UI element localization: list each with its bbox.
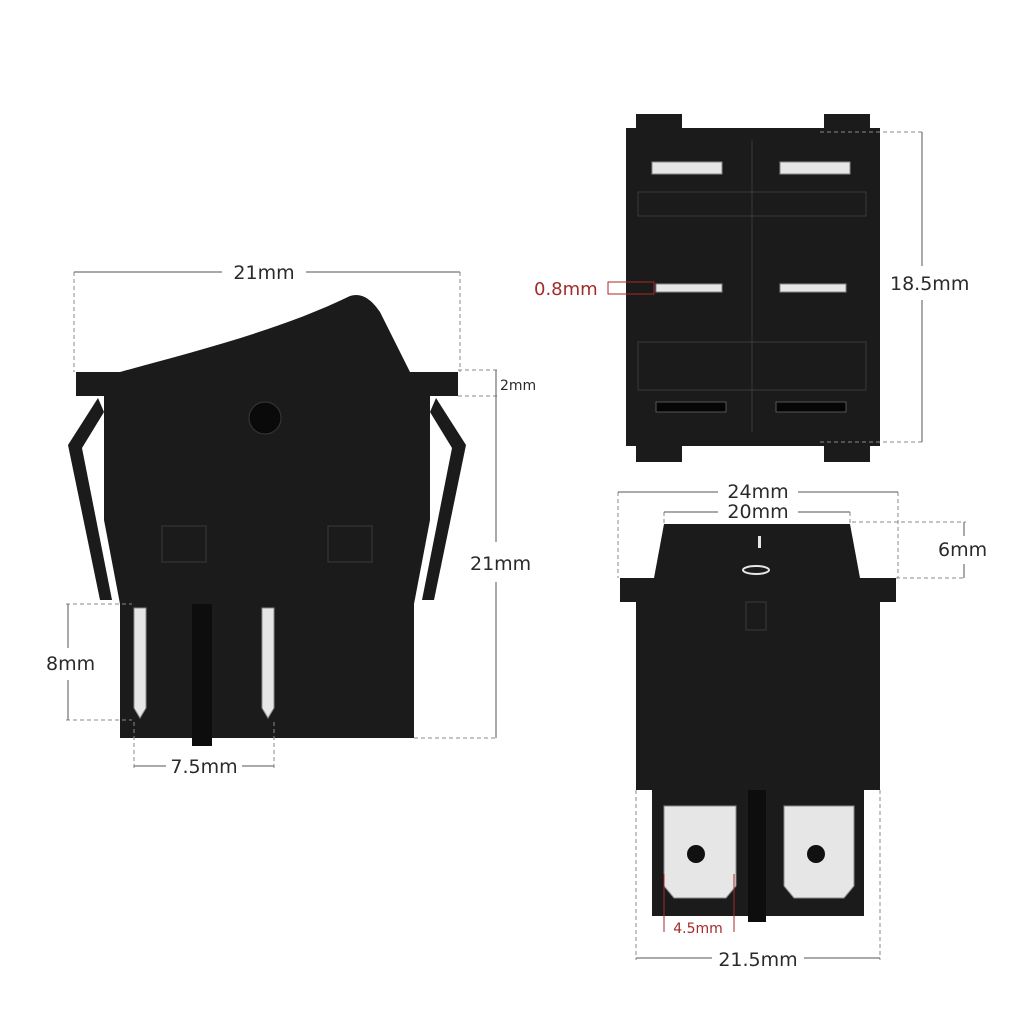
housing-window-right bbox=[327, 525, 373, 563]
bottom-view: 0.8mm 18.5mm bbox=[534, 114, 969, 462]
pin-length-label: 8mm bbox=[46, 653, 95, 675]
housing-window-left bbox=[161, 525, 207, 563]
side-width-label: 21mm bbox=[233, 262, 294, 284]
terminal-right-hole bbox=[807, 845, 825, 863]
terminal-width-label: 4.5mm bbox=[673, 921, 723, 937]
vent-slot-2 bbox=[775, 401, 847, 413]
front-rocker bbox=[654, 524, 860, 578]
front-view: 24mm 20mm 6mm 4.5mm 21.5mm bbox=[617, 481, 987, 971]
right-latch-clip bbox=[422, 398, 466, 600]
contact-slot-3 bbox=[655, 283, 723, 293]
center-divider bbox=[192, 604, 212, 746]
contact-slot-2 bbox=[779, 161, 851, 175]
housing bbox=[104, 396, 430, 604]
indicator-hole bbox=[248, 401, 282, 435]
pin-left bbox=[133, 607, 147, 719]
side-height-label: 21mm bbox=[470, 553, 531, 575]
contact-slot-1 bbox=[651, 161, 723, 175]
on-marker bbox=[758, 536, 761, 548]
vent-slot-1 bbox=[655, 401, 727, 413]
side-view: 21mm 2mm 21mm 8mm 7.5mm bbox=[46, 262, 536, 778]
terminal-left-hole bbox=[687, 845, 705, 863]
bezel-width-label: 24mm bbox=[727, 481, 788, 503]
rocker-width-label: 20mm bbox=[727, 501, 788, 523]
off-marker bbox=[742, 565, 770, 575]
bezel-flange bbox=[76, 372, 458, 396]
slot-width-label: 0.8mm bbox=[534, 279, 598, 300]
front-center-divider bbox=[748, 790, 766, 922]
rocker-actuator bbox=[120, 294, 410, 372]
bottom-length-label: 18.5mm bbox=[890, 273, 969, 295]
front-bezel bbox=[620, 578, 896, 602]
rocker-height-label: 6mm bbox=[938, 539, 987, 561]
pin-right bbox=[261, 607, 275, 719]
body-width-label: 21.5mm bbox=[718, 949, 797, 971]
left-latch-clip bbox=[68, 398, 112, 600]
contact-slot-4 bbox=[779, 283, 847, 293]
bezel-thickness-label: 2mm bbox=[500, 378, 536, 394]
front-housing bbox=[636, 602, 880, 790]
pin-spacing-label: 7.5mm bbox=[170, 756, 237, 778]
